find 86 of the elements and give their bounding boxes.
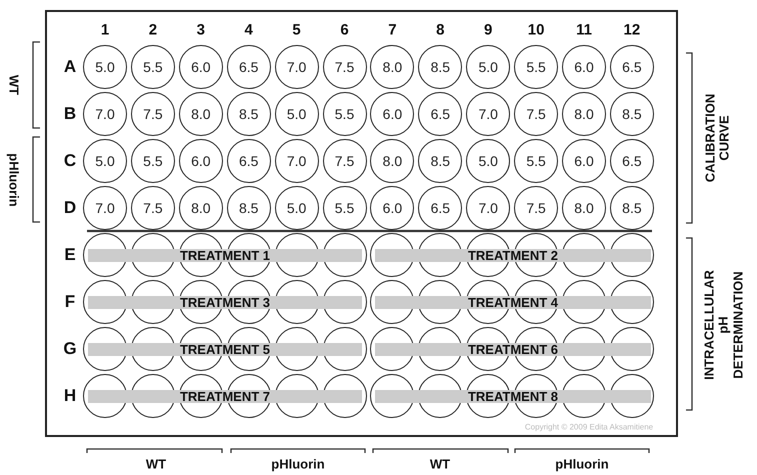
well-circle: 7.5 [130,186,175,230]
group-label: WT [430,456,450,472]
treatment-band: TREATMENT 1 [88,249,362,262]
well-circle: 8.0 [370,45,414,89]
well-circle: 6.0 [562,139,606,183]
treatment-band: TREATMENT 3 [88,296,362,309]
column-number: 11 [576,22,592,38]
well-circle: 6.5 [610,45,654,89]
well-circle: 8.5 [418,139,462,183]
well-circle: 7.0 [83,92,127,136]
well-circle: 8.0 [562,92,606,136]
well-circle: 5.5 [322,92,366,136]
well-circle: 5.0 [274,186,319,230]
column-number: 9 [484,22,492,38]
group-label: pHluorin [271,456,325,472]
well-circle: 8.0 [562,186,606,230]
column-number: 1 [100,22,110,38]
treatment-band: TREATMENT 6 [375,343,651,356]
row-letter: C [64,151,76,171]
column-number: 5 [292,22,301,38]
well-circle: 6.0 [370,92,414,136]
well-circle: 7.0 [83,186,127,230]
column-number: 4 [244,22,253,38]
well-circle: 5.5 [514,45,558,89]
section-label: CALIBRATION CURVE [704,92,732,184]
well-circle: 8.0 [178,186,223,230]
section-label: INTRACELLULAR pH DETERMINATION [702,269,746,382]
well-circle: 6.0 [178,45,223,89]
well-circle: 6.5 [226,139,271,183]
group-label: pHluorin [6,153,22,207]
well-circle: 7.0 [466,186,510,230]
plate-outline [45,10,678,437]
column-number: 2 [148,22,158,38]
row-letter: H [64,386,76,406]
well-circle: 8.5 [226,186,271,230]
well-circle: 8.5 [610,186,654,230]
treatment-band: TREATMENT 4 [375,296,651,309]
well-circle: 5.5 [130,45,175,89]
well-circle: 7.5 [514,92,558,136]
treatment-band: TREATMENT 2 [375,249,651,262]
well-circle: 6.5 [418,92,462,136]
well-circle: 6.0 [178,139,223,183]
column-number: 12 [624,22,640,38]
well-circle: 7.5 [322,139,366,183]
well-circle: 5.0 [466,45,510,89]
well-circle: 8.5 [610,92,654,136]
well-circle: 7.5 [130,92,175,136]
well-circle: 6.5 [610,139,654,183]
group-label: WT [146,456,166,472]
well-circle: 7.0 [274,45,319,89]
column-number: 6 [340,22,349,38]
treatment-band: TREATMENT 5 [88,343,362,356]
group-label: WT [6,74,22,96]
well-circle: 5.0 [466,139,510,183]
row-letter: D [64,198,76,218]
treatment-band: TREATMENT 7 [88,390,362,403]
well-circle: 6.5 [418,186,462,230]
row-letter: B [64,104,76,124]
row-letter: E [64,245,76,265]
well-circle: 7.0 [274,139,319,183]
well-circle: 7.5 [514,186,558,230]
well-circle: 5.5 [322,186,366,230]
row-letter: A [64,57,76,77]
column-number: 3 [196,22,205,38]
well-circle: 5.0 [83,45,127,89]
well-circle: 8.5 [418,45,462,89]
well-circle: 5.5 [514,139,558,183]
well-circle: 7.5 [322,45,366,89]
column-number: 7 [388,22,397,38]
well-circle: 5.0 [83,139,127,183]
copyright-note: Copyright © 2009 Edita Aksamitiene [524,422,654,432]
row-letter: G [63,339,77,359]
well-circle: 6.0 [562,45,606,89]
column-number: 8 [436,22,444,38]
well-circle: 7.0 [466,92,510,136]
well-circle: 6.0 [370,186,414,230]
group-label: pHluorin [555,456,609,472]
well-circle: 8.0 [370,139,414,183]
well-circle: 5.5 [130,139,175,183]
well-circle: 6.5 [226,45,271,89]
treatment-band: TREATMENT 8 [375,390,651,403]
well-circle: 5.0 [274,92,319,136]
well-circle: 8.5 [226,92,271,136]
column-number: 10 [528,22,544,38]
well-circle: 8.0 [178,92,223,136]
row-letter: F [64,292,76,312]
